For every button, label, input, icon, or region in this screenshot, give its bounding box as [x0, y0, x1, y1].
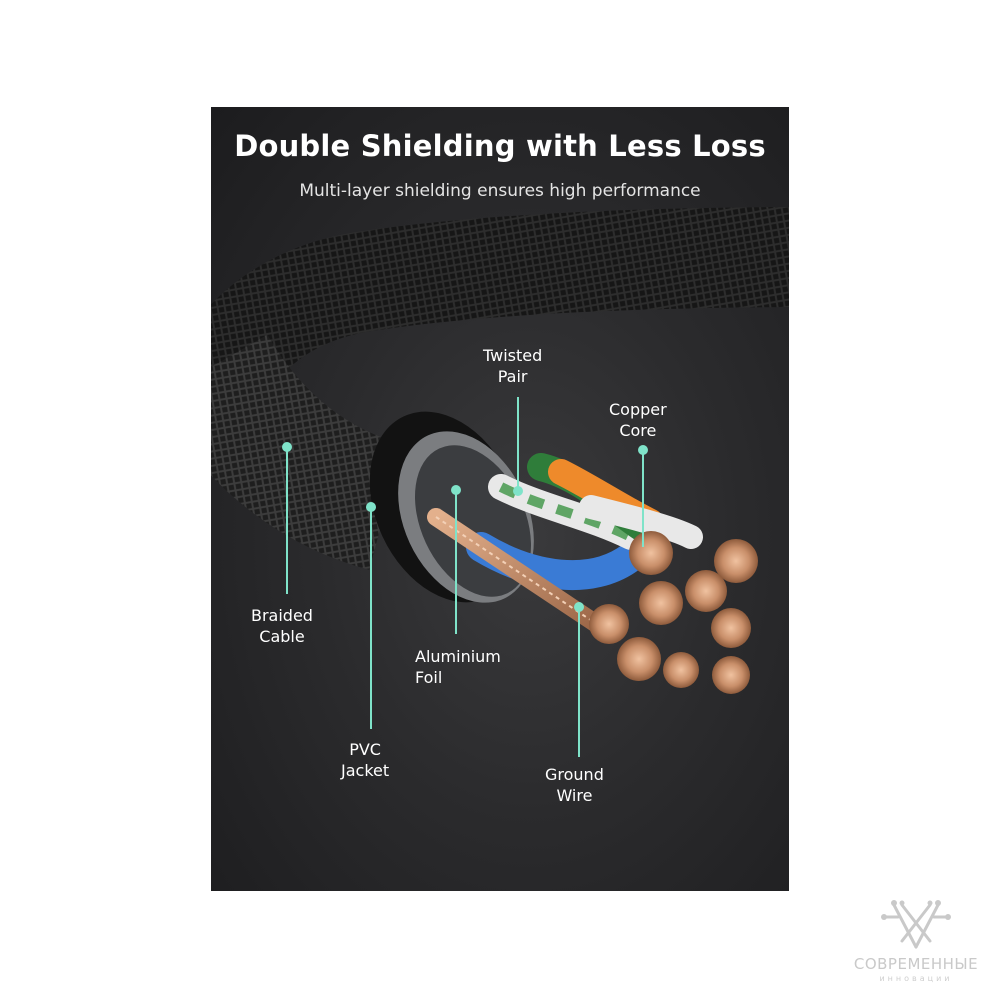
label-braided-cable: Braided Cable — [251, 605, 313, 647]
watermark-logo-icon — [881, 900, 951, 949]
product-banner: Double Shielding with Less Loss Multi-la… — [211, 107, 789, 891]
label-copper-core-line2: Core — [619, 421, 657, 440]
label-aluminium-foil-line1: Aluminium — [415, 647, 501, 666]
label-copper-core-line1: Copper — [609, 400, 667, 419]
label-twisted-pair-line1: Twisted — [483, 346, 543, 365]
label-pvc-jacket: PVC Jacket — [341, 739, 389, 781]
label-aluminium-foil: Aluminium Foil — [415, 646, 501, 688]
label-aluminium-foil-line2: Foil — [415, 668, 443, 687]
label-braided-cable-line1: Braided — [251, 606, 313, 625]
watermark-text-line1: СОВРЕМЕННЫЕ — [853, 955, 979, 973]
page-subtitle: Multi-layer shielding ensures high perfo… — [299, 181, 701, 201]
watermark-text-line2: инновации — [879, 974, 953, 983]
label-pvc-jacket-line1: PVC — [349, 740, 381, 759]
label-ground-wire: Ground Wire — [545, 764, 604, 806]
label-ground-wire-line1: Ground — [545, 765, 604, 784]
label-twisted-pair-line2: Pair — [497, 367, 528, 386]
label-copper-core: Copper Core — [609, 399, 667, 441]
label-braided-cable-line2: Cable — [259, 627, 305, 646]
cable-illustration — [211, 207, 789, 757]
page-title: Double Shielding with Less Loss — [234, 129, 766, 163]
label-ground-wire-line2: Wire — [556, 786, 593, 805]
watermark: СОВРЕМЕННЫЕ инновации — [836, 895, 996, 985]
callout-lines — [282, 397, 648, 757]
label-pvc-jacket-line2: Jacket — [341, 761, 390, 780]
label-twisted-pair: Twisted Pair — [483, 345, 542, 387]
